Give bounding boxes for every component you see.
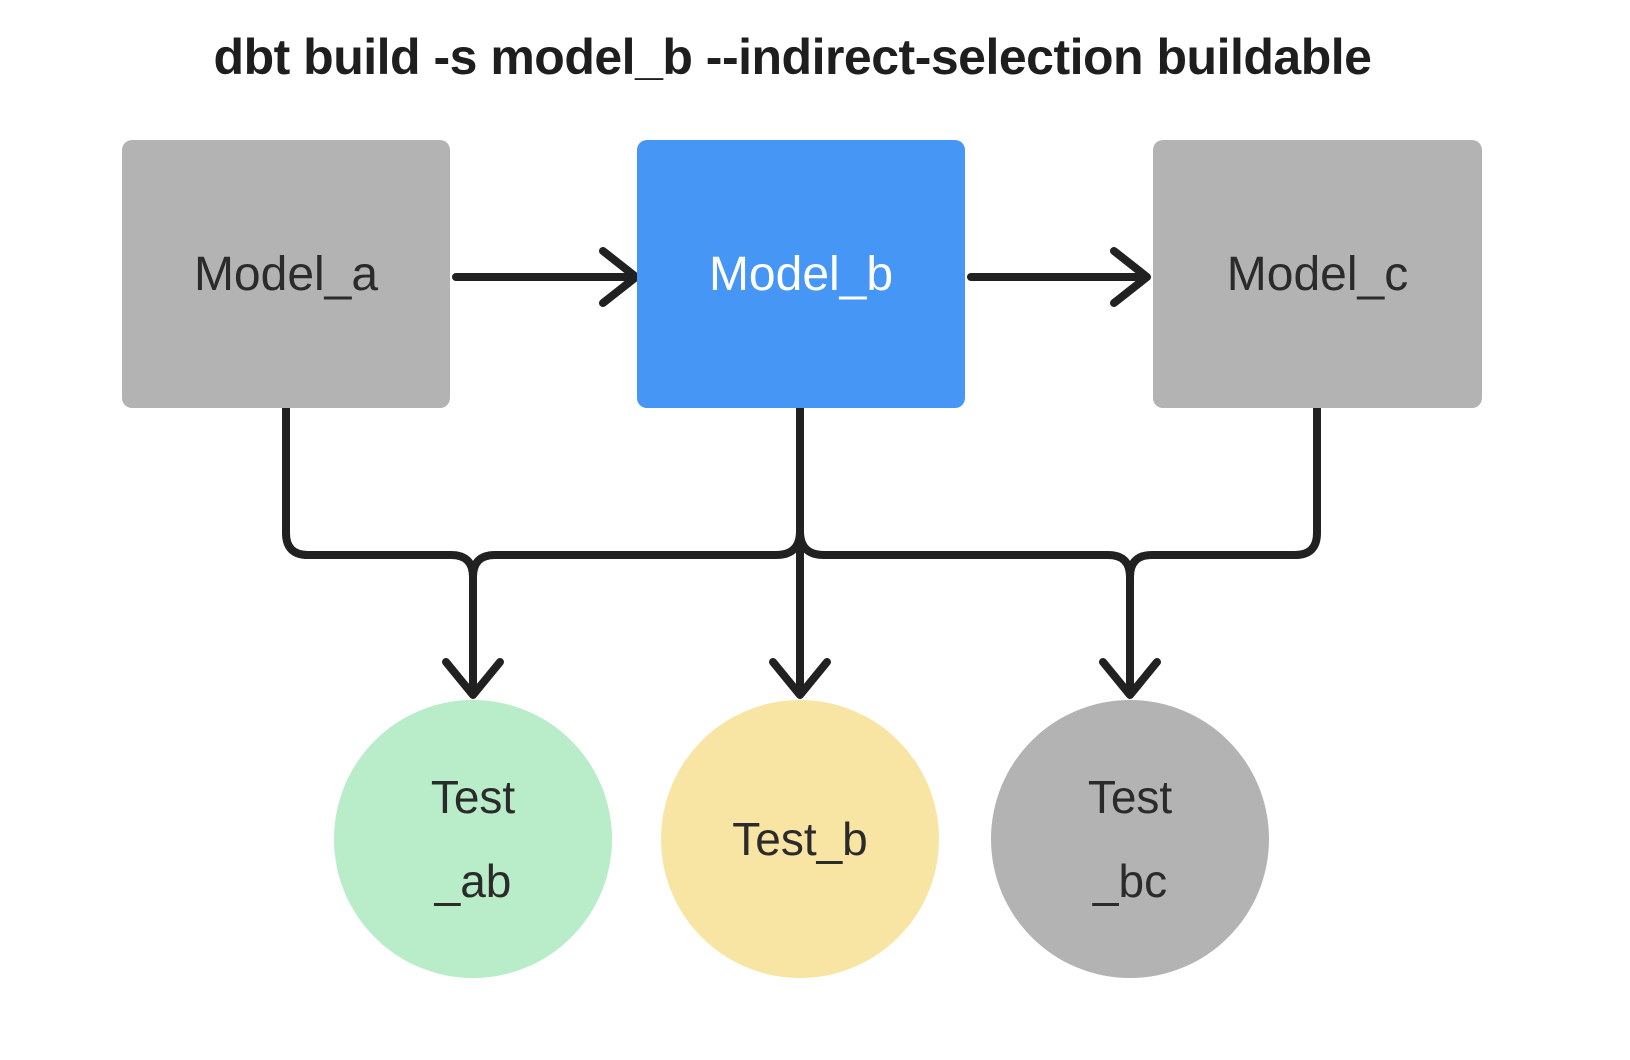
arrowhead-test_b [769, 658, 831, 699]
node-model-b-label: Model_b [708, 247, 894, 301]
edge-group [282, 247, 1321, 699]
edge-model_c-test_bc [1126, 404, 1321, 692]
arrowhead-test_ab [442, 658, 504, 699]
node-test-bc: Test _bc [991, 700, 1269, 978]
edge-model_a-test_ab [282, 404, 477, 692]
node-model-a: Model_a [122, 140, 450, 408]
node-model-c: Model_c [1153, 140, 1482, 408]
edge-model_b-test_bc [796, 404, 1134, 692]
node-model-a-label: Model_a [193, 247, 379, 301]
diagram-title: dbt build -s model_b --indirect-selectio… [213, 29, 1372, 85]
node-model-c-label: Model_c [1226, 247, 1409, 301]
node-test-ab-label-line2: _ab [434, 855, 512, 907]
node-test-b: Test_b [661, 700, 939, 978]
node-test-ab: Test _ab [334, 700, 612, 978]
node-test-bc-label-line2: _bc [1092, 855, 1168, 907]
edge-model_b-test_ab [469, 404, 804, 692]
arrowhead-test_bc [1099, 658, 1161, 699]
node-test-b-label: Test_b [732, 813, 868, 865]
node-test-bc-label-line1: Test [1087, 771, 1173, 823]
arrowhead-model_a-model_b [599, 247, 640, 307]
node-model-b: Model_b [637, 140, 965, 408]
node-test-ab-label-line1: Test [430, 771, 516, 823]
arrowhead-model_b-model_c [1110, 247, 1151, 307]
